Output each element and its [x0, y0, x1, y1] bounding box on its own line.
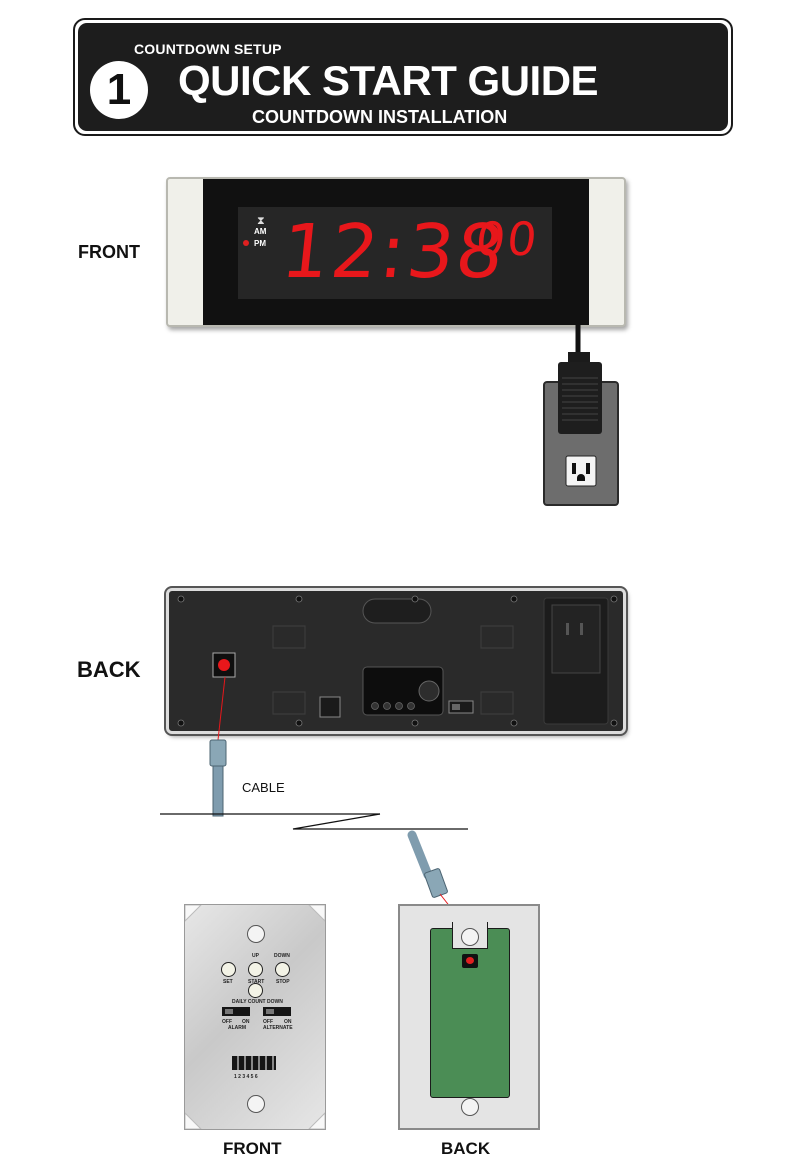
- power-adapter-illustration: [543, 320, 619, 506]
- wall-plate-front-label: FRONT: [223, 1139, 282, 1158]
- power-plug-icon: [558, 362, 602, 434]
- am-indicator: AM: [254, 227, 267, 236]
- cable-break-zigzag: [292, 813, 468, 830]
- set-button-label: SET: [223, 979, 233, 985]
- header-panel: 1 COUNTDOWN SETUP QUICK START GUIDE COUN…: [78, 23, 728, 131]
- dip-switch-bank[interactable]: [232, 1056, 276, 1070]
- alarm-switch[interactable]: [222, 1007, 250, 1016]
- alternate-switch-label: ALTERNATE: [263, 1025, 293, 1031]
- front-view-label: FRONT: [78, 242, 140, 262]
- clock-back-view: [166, 588, 626, 734]
- alarm-switch-label: ALARM: [228, 1025, 247, 1031]
- rj45-plug-upper: [209, 739, 227, 817]
- top-screw-hole-icon: [461, 928, 479, 946]
- pm-indicator-dot: [243, 240, 249, 246]
- clock-face: ⧗ AM PM 12:38 00: [203, 179, 589, 325]
- bottom-screw-hole-icon: [461, 1098, 479, 1116]
- daily-count-down-label: DAILY COUNT DOWN: [232, 999, 283, 1005]
- page-title: QUICK START GUIDE: [178, 57, 599, 104]
- cable-label: CABLE: [242, 780, 285, 795]
- alternate-switch[interactable]: [263, 1007, 291, 1016]
- dip-switch-block: [319, 696, 341, 718]
- clock-back-panel: [177, 595, 618, 727]
- back-view-label: BACK: [77, 657, 141, 682]
- up-start-button[interactable]: [248, 962, 263, 977]
- bottom-screw-icon: [247, 1095, 265, 1113]
- wall-plate-front: [184, 904, 326, 1130]
- rj45-jack: [462, 954, 478, 968]
- control-module: [362, 666, 444, 716]
- top-screw-icon: [247, 925, 265, 943]
- up-button-label: UP: [252, 953, 259, 959]
- set-button[interactable]: [221, 962, 236, 977]
- control-buttons: [371, 702, 415, 710]
- power-socket: [551, 604, 601, 674]
- stop-button-label: STOP: [276, 979, 290, 985]
- step-number-badge: 1: [90, 61, 148, 119]
- clock-front-view: ⧗ AM PM 12:38 00: [166, 177, 626, 327]
- screw-holes: [177, 595, 618, 727]
- hanging-slot: [362, 598, 432, 624]
- control-knob-icon: [418, 680, 440, 702]
- header-kicker: COUNTDOWN SETUP: [134, 41, 282, 57]
- rj45-plug-lower: [407, 830, 448, 898]
- network-cable-illustration: [160, 676, 468, 923]
- down-button-label: DOWN: [274, 953, 290, 959]
- cutouts: [272, 625, 514, 715]
- cable-connection-line: [217, 676, 226, 741]
- rj45-port-indicator: [218, 659, 230, 671]
- alternate-on-label: ON: [284, 1019, 292, 1025]
- outlet-socket-icon: [565, 455, 597, 487]
- start-button-label: START: [248, 979, 265, 985]
- pm-indicator: PM: [254, 239, 266, 248]
- dip-switch-numbers: 1 2 3 4 5 6: [234, 1074, 258, 1080]
- daily-count-down-button[interactable]: [248, 983, 263, 998]
- header-banner: 1 COUNTDOWN SETUP QUICK START GUIDE COUN…: [73, 18, 733, 136]
- wall-plate-back-label: BACK: [441, 1139, 491, 1158]
- down-stop-button[interactable]: [275, 962, 290, 977]
- alarm-on-label: ON: [242, 1019, 250, 1025]
- wall-plate-back: [398, 904, 540, 1130]
- circuit-board: [430, 928, 510, 1098]
- alarm-off-label: OFF: [222, 1019, 232, 1025]
- seconds-digits: 00: [473, 212, 542, 266]
- plug-grip-lines: [562, 377, 598, 421]
- page-subtitle: COUNTDOWN INSTALLATION: [252, 107, 508, 127]
- alternate-off-label: OFF: [263, 1019, 273, 1025]
- led-display: ⧗ AM PM 12:38 00: [238, 207, 552, 299]
- hourglass-icon: ⧗: [257, 215, 265, 227]
